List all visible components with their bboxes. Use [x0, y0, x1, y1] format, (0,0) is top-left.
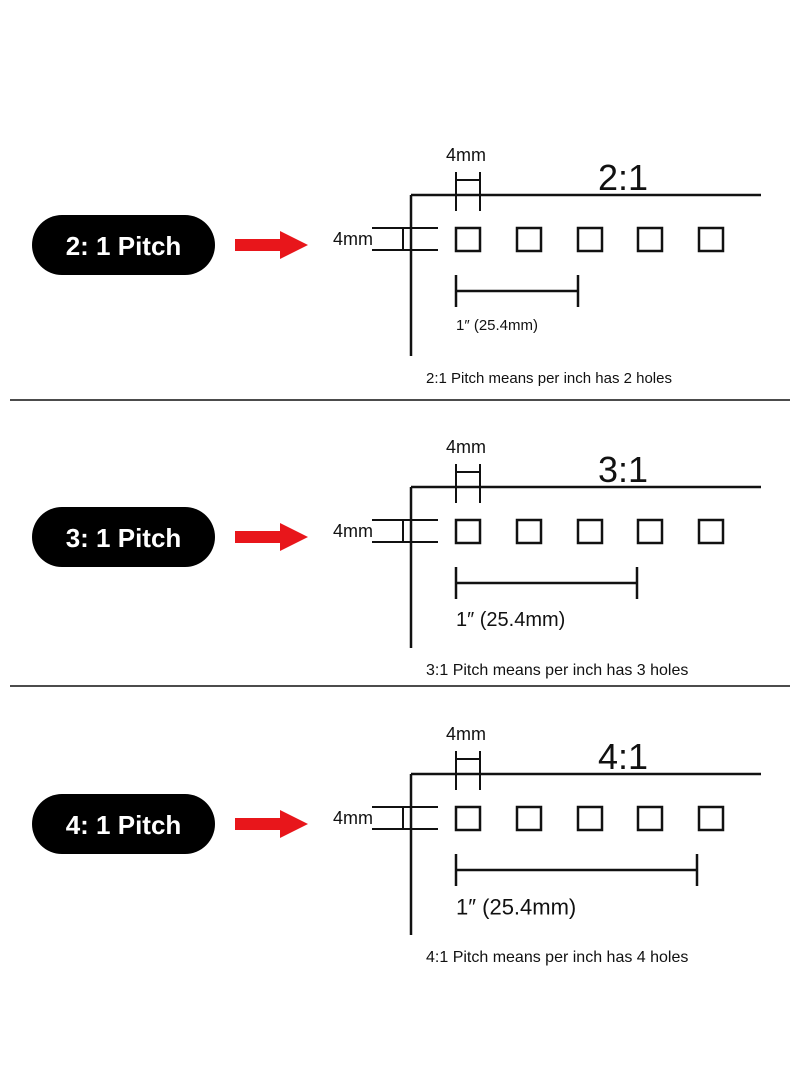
pitch-caption: 3:1 Pitch means per inch has 3 holes	[426, 662, 688, 679]
hole-square	[636, 805, 664, 832]
pitch-pill-label: 2: 1 Pitch	[66, 231, 182, 261]
sections: 2: 1 Pitch 2:1 4mm 4mm 1″ (25.4mm) 2:1 Pitch …	[10, 145, 790, 966]
hole-square	[515, 518, 543, 545]
pitch-pill	[32, 215, 215, 275]
pitch-pill-label: 4: 1 Pitch	[66, 810, 182, 840]
hole-height-label: 4mm	[333, 229, 373, 249]
right-arrow-icon	[235, 523, 308, 551]
hole-square	[576, 226, 604, 253]
hole-width-label: 4mm	[446, 724, 486, 744]
hole-width-label: 4mm	[446, 145, 486, 165]
hole-square	[454, 226, 482, 253]
hole-square	[576, 518, 604, 545]
hole-width-label: 4mm	[446, 437, 486, 457]
span-label: 1″ (25.4mm)	[456, 609, 565, 631]
pitch-pill-label: 3: 1 Pitch	[66, 523, 182, 553]
pitch-caption: 4:1 Pitch means per inch has 4 holes	[426, 949, 688, 966]
pitch-ratio-label: 2:1	[598, 157, 648, 198]
pitch-section-3-to-1: 3: 1 Pitch 3:1 4mm 4mm 1″ (25.4mm) 3:1 Pitch …	[10, 437, 790, 687]
hole-square	[576, 805, 604, 832]
pitch-pill	[32, 507, 215, 567]
pitch-ratio-label: 3:1	[598, 449, 648, 490]
hole-square	[454, 518, 482, 545]
hole-square	[697, 805, 725, 832]
pitch-ratio-label: 4:1	[598, 736, 648, 777]
hole-square	[697, 226, 725, 253]
pitch-section-2-to-1: 2: 1 Pitch 2:1 4mm 4mm 1″ (25.4mm) 2:1 Pitch …	[10, 145, 790, 401]
right-arrow-icon	[235, 810, 308, 838]
pitch-pill	[32, 794, 215, 854]
hole-square	[697, 518, 725, 545]
pitch-caption: 2:1 Pitch means per inch has 2 holes	[426, 370, 672, 387]
span-label: 1″ (25.4mm)	[456, 895, 576, 920]
pitch-section-4-to-1: 4: 1 Pitch 4:1 4mm 4mm 1″ (25.4mm) 4:1 Pitch …	[32, 724, 761, 966]
hole-square	[515, 226, 543, 253]
hole-square	[515, 805, 543, 832]
hole-square	[454, 805, 482, 832]
span-label: 1″ (25.4mm)	[456, 317, 538, 334]
hole-height-label: 4mm	[333, 808, 373, 828]
hole-square	[636, 518, 664, 545]
hole-square	[636, 226, 664, 253]
hole-height-label: 4mm	[333, 521, 373, 541]
right-arrow-icon	[235, 231, 308, 259]
